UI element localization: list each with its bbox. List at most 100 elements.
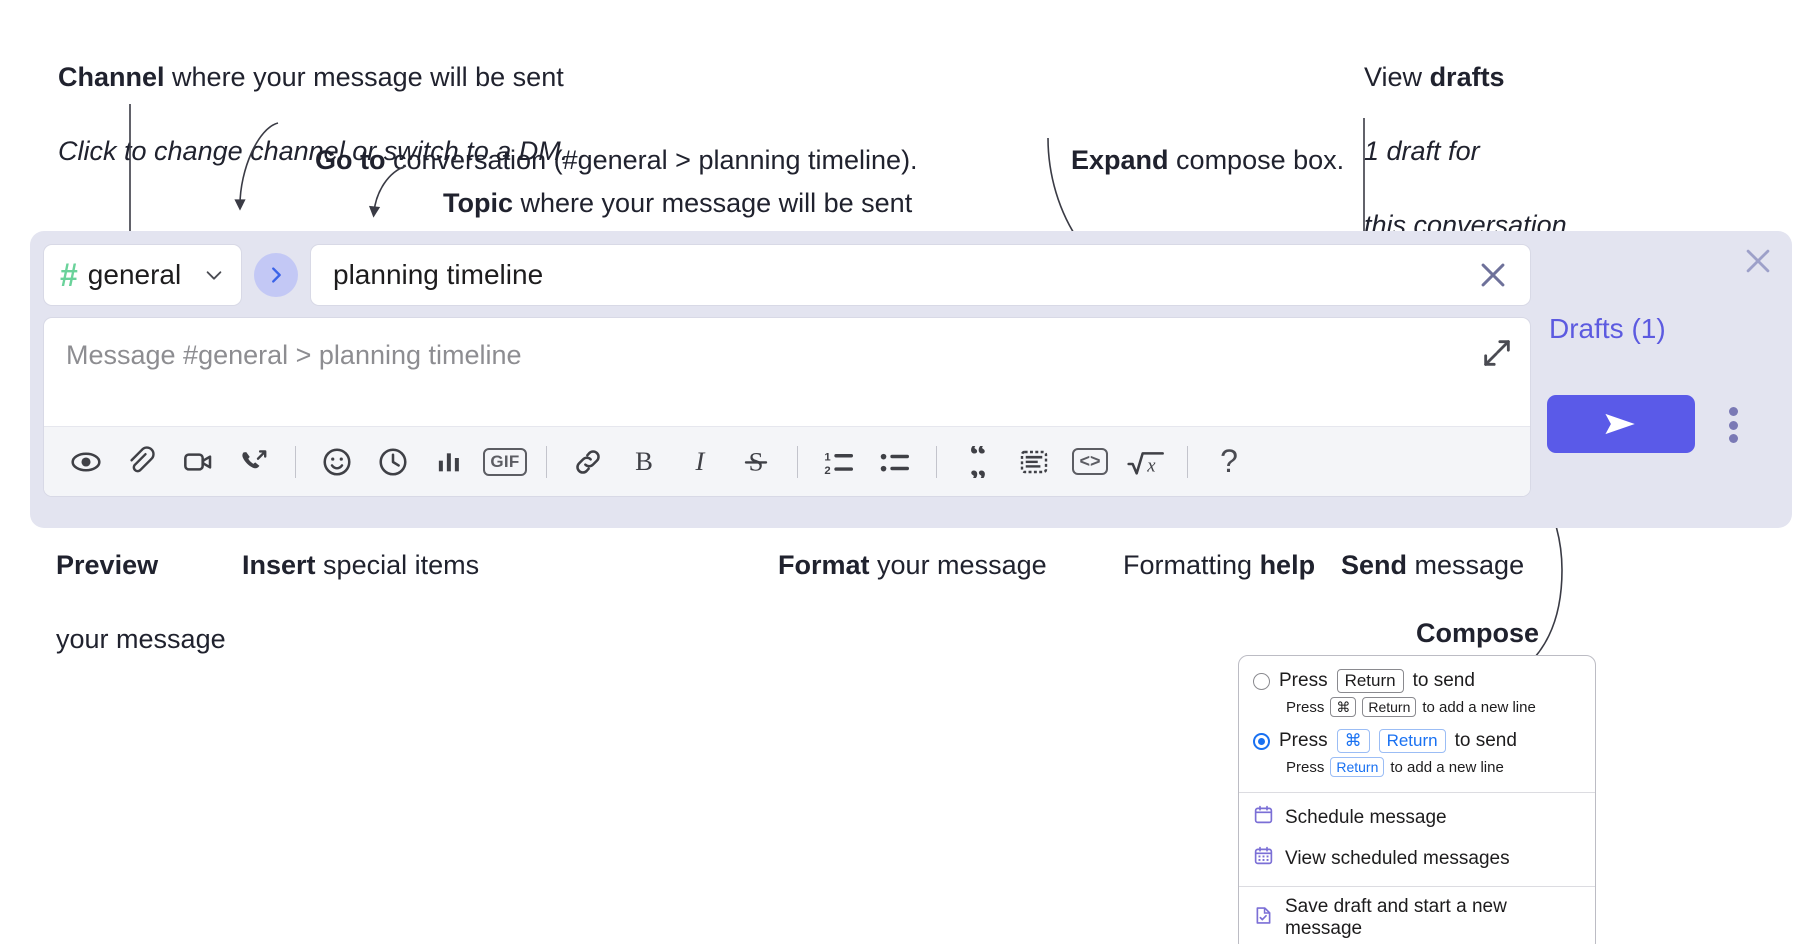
radio-button-unselected[interactable] xyxy=(1253,672,1270,690)
gif-icon[interactable]: GIF xyxy=(477,436,533,488)
menu-option-main-row: Press Return to send xyxy=(1253,669,1581,693)
annotation-format-rest: your message xyxy=(869,550,1047,580)
annotation-format-bold: Format xyxy=(778,550,870,580)
key-return: Return xyxy=(1378,729,1446,753)
annotation-expand-rest: compose box. xyxy=(1168,145,1345,175)
annotation-topic: Topic where your message will be sent xyxy=(413,148,912,259)
chevron-down-icon xyxy=(203,264,225,286)
paperclip-icon[interactable] xyxy=(114,436,170,488)
annotation-goto: Go to conversation (#general > planning … xyxy=(285,105,918,216)
bar-chart-icon[interactable] xyxy=(421,436,477,488)
annotation-help-bold: help xyxy=(1259,550,1316,580)
annotation-help-pre: Formatting xyxy=(1123,550,1260,580)
annotation-drafts-pre: View xyxy=(1364,62,1430,92)
annotation-expand-bold: Expand xyxy=(1071,145,1169,175)
annotation-insert-rest: special items xyxy=(315,550,480,580)
annotation-topic-bold: Topic xyxy=(443,188,514,218)
compose-options-menu: Press Return to send Press ⌘ Return to a… xyxy=(1238,655,1596,944)
code-icon[interactable]: <> xyxy=(1062,436,1118,488)
menu-item-save-draft-and-start-new-message[interactable]: Save draft and start a new message xyxy=(1239,889,1595,944)
svg-text:1: 1 xyxy=(824,451,830,463)
italic-icon[interactable]: I xyxy=(672,436,728,488)
topic-input[interactable]: planning timeline xyxy=(310,244,1531,306)
svg-text:“: “ xyxy=(969,446,986,474)
expand-icon[interactable] xyxy=(1480,336,1514,370)
code-block-icon[interactable] xyxy=(1006,436,1062,488)
separator-2 xyxy=(546,445,547,478)
video-camera-icon[interactable] xyxy=(170,436,226,488)
separator-1 xyxy=(295,445,296,478)
key-return: Return xyxy=(1362,697,1417,717)
link-icon[interactable] xyxy=(560,436,616,488)
key-return: Return xyxy=(1336,669,1404,693)
key-command: ⌘ xyxy=(1336,729,1370,753)
square-root-icon[interactable]: x xyxy=(1118,436,1174,488)
svg-text:B: B xyxy=(635,446,653,476)
svg-text:I: I xyxy=(695,446,706,476)
annotation-topic-rest: where your message will be sent xyxy=(513,188,913,218)
gif-label: GIF xyxy=(483,447,527,476)
key-return: Return xyxy=(1330,757,1385,777)
radio-button-selected[interactable] xyxy=(1253,732,1270,750)
kebab-dot-3 xyxy=(1728,434,1738,443)
menu-item-label: Save draft and start a new message xyxy=(1285,896,1507,939)
clock-icon[interactable] xyxy=(365,436,421,488)
annotation-goto-bold: Go to xyxy=(315,145,386,175)
strikethrough-icon[interactable]: S xyxy=(728,436,784,488)
svg-text:2: 2 xyxy=(824,465,830,477)
menu-item-view-scheduled-messages[interactable]: View scheduled messages xyxy=(1239,838,1595,879)
compose-main-column: # general planning timeline xyxy=(43,244,1531,497)
svg-text:x: x xyxy=(1146,455,1156,476)
close-icon[interactable] xyxy=(1741,244,1775,278)
annotation-compose-bold-1: Compose xyxy=(1416,618,1540,648)
code-label: <> xyxy=(1072,448,1108,475)
separator-5 xyxy=(1187,445,1188,478)
drafts-link[interactable]: Drafts (1) xyxy=(1549,313,1666,344)
annotation-send-bold: Send xyxy=(1341,550,1408,580)
annotation-help: Formatting help xyxy=(1093,510,1315,621)
annotation-preview-line2: your message xyxy=(56,624,226,654)
annotation-insert: Insert special items xyxy=(212,510,479,621)
ordered-list-icon[interactable]: 1 2 xyxy=(811,436,867,488)
calendar-icon xyxy=(1253,804,1274,831)
annotation-insert-bold: Insert xyxy=(242,550,316,580)
key-command: ⌘ xyxy=(1330,697,1357,717)
menu-option-sub-row: Press ⌘ Return to add a new line xyxy=(1286,697,1581,717)
menu-option-main-pre: Press xyxy=(1279,730,1328,751)
channel-selector[interactable]: # general xyxy=(43,244,242,306)
separator-3 xyxy=(797,445,798,478)
bold-icon[interactable]: B xyxy=(616,436,672,488)
message-input-area[interactable]: Message #general > planning timeline xyxy=(44,318,1530,426)
menu-option-press-return-to-send[interactable]: Press Return to send Press ⌘ Return to a… xyxy=(1239,665,1595,725)
menu-divider xyxy=(1239,792,1595,793)
menu-item-label: View scheduled messages xyxy=(1285,847,1510,869)
menu-option-sub-pre: Press xyxy=(1286,698,1325,716)
eye-icon[interactable] xyxy=(58,436,114,488)
hash-icon: # xyxy=(60,257,78,293)
menu-divider xyxy=(1239,886,1595,887)
smiley-icon[interactable] xyxy=(309,436,365,488)
menu-option-sub-pre: Press xyxy=(1286,758,1325,776)
compose-options-button[interactable] xyxy=(1718,404,1748,446)
compose-panel: # general planning timeline xyxy=(30,231,1792,528)
send-button[interactable] xyxy=(1547,395,1695,453)
topic-value: planning timeline xyxy=(333,259,544,290)
go-to-conversation-button[interactable] xyxy=(254,253,298,297)
menu-option-main-pre: Press xyxy=(1279,670,1328,691)
menu-option-press-cmd-return-to-send[interactable]: Press ⌘ Return to send Press Return to a… xyxy=(1239,725,1595,785)
formatting-toolbar: GIF B I S xyxy=(44,426,1530,496)
message-compose-box[interactable]: Message #general > planning timeline xyxy=(43,317,1531,497)
question-mark-icon[interactable]: ? xyxy=(1201,436,1257,488)
channel-name: general xyxy=(87,259,182,290)
quote-icon[interactable]: “„ xyxy=(950,436,1006,488)
compose-right-rail: Drafts (1) xyxy=(1543,244,1783,514)
phone-arrow-icon[interactable] xyxy=(226,436,282,488)
bulleted-list-icon[interactable] xyxy=(867,436,923,488)
menu-item-schedule-message[interactable]: Schedule message xyxy=(1239,797,1595,838)
compose-header-row: # general planning timeline xyxy=(43,244,1531,306)
close-icon[interactable] xyxy=(1476,258,1510,292)
menu-item-label: Schedule message xyxy=(1285,806,1447,828)
annotation-preview-bold: Preview xyxy=(56,550,159,580)
separator-4 xyxy=(936,445,937,478)
svg-text:„: „ xyxy=(969,446,986,478)
